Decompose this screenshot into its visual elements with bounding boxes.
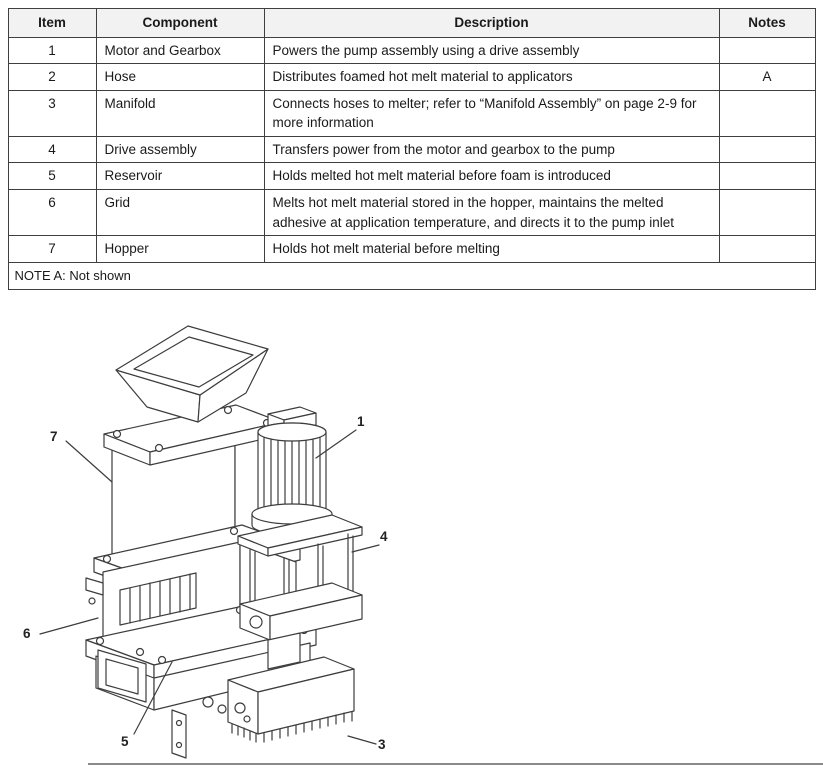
cell-component: Motor and Gearbox <box>95 36 265 65</box>
leader-lines <box>39 429 380 745</box>
table-row: 5 Reservoir Holds melted hot melt materi… <box>7 162 816 190</box>
header-item: Item <box>7 8 97 38</box>
cell-notes <box>718 36 816 65</box>
callout-5: 5 <box>121 734 129 749</box>
cell-item: 6 <box>7 188 97 237</box>
cell-description: Distributes foamed hot melt material to … <box>263 63 720 91</box>
table-row: 3 Manifold Connects hoses to melter; ref… <box>7 89 816 137</box>
callout-7: 7 <box>50 429 58 444</box>
melter-figure: 7 1 4 6 5 3 <box>0 310 823 771</box>
cell-notes <box>718 89 816 137</box>
table-row: 7 Hopper Holds hot melt material before … <box>7 235 816 263</box>
drive-assembly <box>237 514 363 670</box>
component-table: Item Component Description Notes 1 Motor… <box>7 8 816 291</box>
hopper <box>103 325 282 581</box>
header-component: Component <box>95 8 265 38</box>
cell-notes <box>718 135 816 164</box>
cell-notes <box>718 162 816 190</box>
cell-item: 3 <box>7 89 97 137</box>
cell-item: 4 <box>7 135 97 164</box>
table-row: 4 Drive assembly Transfers power from th… <box>7 135 816 164</box>
cell-description: Connects hoses to melter; refer to “Mani… <box>263 89 720 137</box>
cell-component: Hopper <box>95 235 265 263</box>
header-description: Description <box>263 8 720 38</box>
cell-item: 5 <box>7 162 97 190</box>
cell-description: Holds hot melt material before melting <box>263 235 720 263</box>
cell-item: 7 <box>7 235 97 263</box>
cell-item: 2 <box>7 63 97 91</box>
cell-component: Drive assembly <box>95 135 265 164</box>
callout-3: 3 <box>378 737 386 752</box>
table-note-row: NOTE A: Not shown <box>7 261 816 291</box>
footer-divider <box>88 763 823 765</box>
cell-description: Transfers power from the motor and gearb… <box>263 135 720 164</box>
callout-6: 6 <box>23 626 31 641</box>
cell-component: Hose <box>95 63 265 91</box>
cell-item: 1 <box>7 36 97 65</box>
table-row: 6 Grid Melts hot melt material stored in… <box>7 188 816 237</box>
cell-notes <box>718 188 816 237</box>
cell-description: Melts hot melt material stored in the ho… <box>263 188 720 237</box>
callout-4: 4 <box>380 529 388 544</box>
table-row: 2 Hose Distributes foamed hot melt mater… <box>7 63 816 91</box>
cell-description: Powers the pump assembly using a drive a… <box>263 36 720 65</box>
melter-illustration <box>39 325 380 759</box>
table-row: 1 Motor and Gearbox Powers the pump asse… <box>7 36 816 65</box>
table-note: NOTE A: Not shown <box>7 261 816 291</box>
table-header-row: Item Component Description Notes <box>7 8 816 38</box>
cell-notes <box>718 235 816 263</box>
cell-notes: A <box>718 63 816 91</box>
header-notes: Notes <box>718 8 816 38</box>
manifold <box>227 656 355 743</box>
callout-1: 1 <box>357 414 365 429</box>
cell-component: Manifold <box>95 89 265 137</box>
cell-description: Holds melted hot melt material before fo… <box>263 162 720 190</box>
cell-component: Grid <box>95 188 265 237</box>
cell-component: Reservoir <box>95 162 265 190</box>
